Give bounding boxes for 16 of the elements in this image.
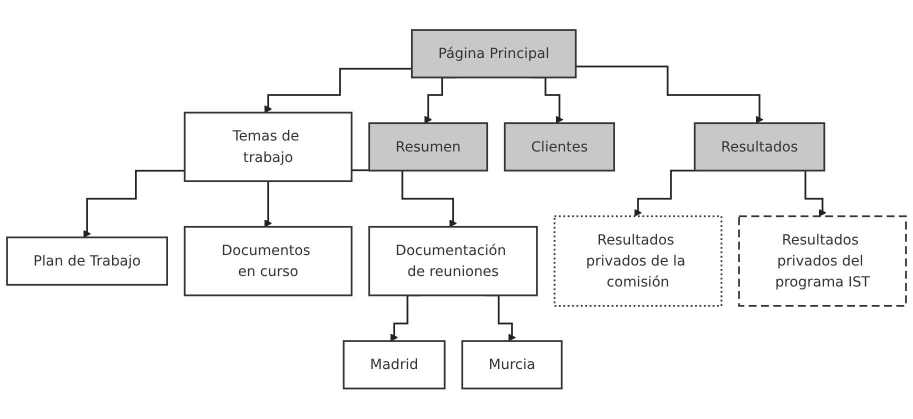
node-box: Clientes bbox=[504, 122, 616, 172]
node-box: Temas de trabajo bbox=[184, 112, 352, 182]
arrow bbox=[576, 66, 764, 124]
node-box: Resultados bbox=[694, 122, 826, 172]
node-box: Resultados privados del programa IST bbox=[738, 216, 907, 308]
node-box: Resumen bbox=[368, 122, 488, 172]
arrow bbox=[83, 170, 185, 238]
node-box: Madrid bbox=[342, 340, 446, 390]
node-box: Resultados privados de la comisión bbox=[554, 216, 722, 308]
arrow bbox=[264, 180, 272, 228]
arrow bbox=[264, 68, 412, 114]
node-box: Murcia bbox=[461, 340, 563, 390]
node-box: Documentos en curso bbox=[184, 226, 352, 296]
node-box: Página Principal bbox=[411, 29, 577, 79]
node-box: Plan de Trabajo bbox=[6, 236, 168, 286]
node-box: Documentación de reuniones bbox=[368, 226, 538, 296]
